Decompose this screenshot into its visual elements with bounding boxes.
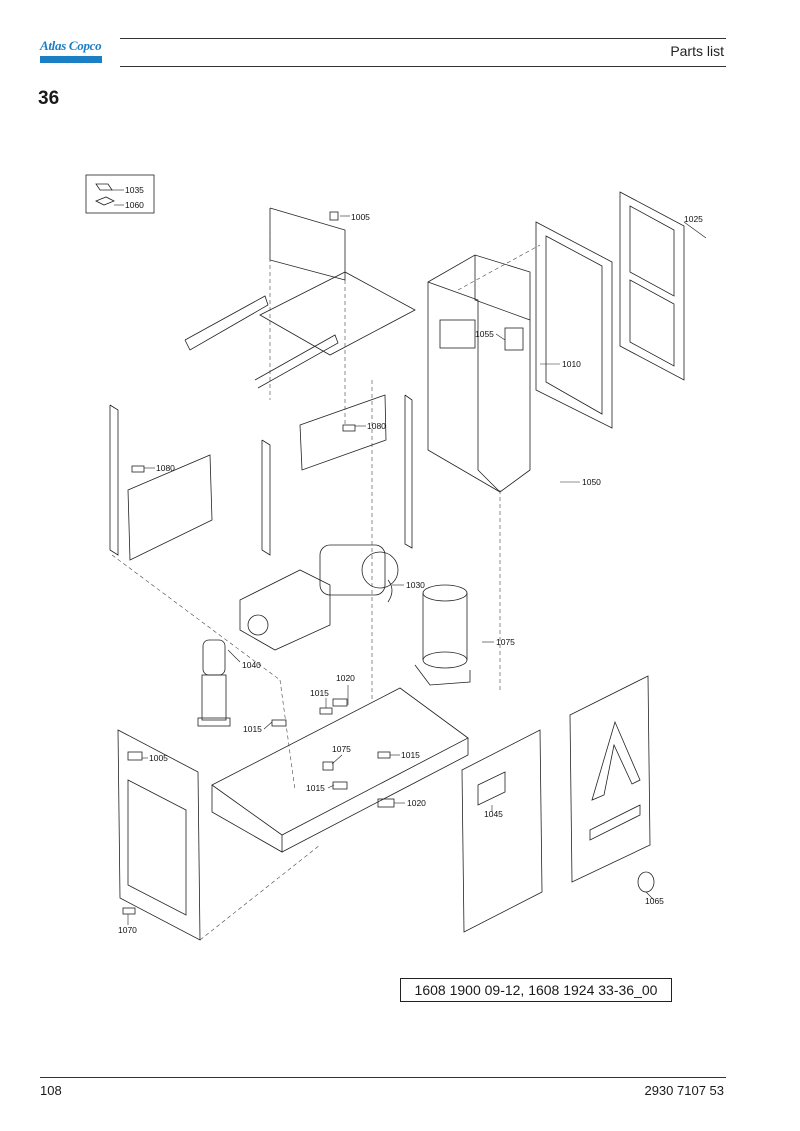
decal xyxy=(271,719,287,727)
side-post xyxy=(261,439,271,556)
top-panel xyxy=(269,207,346,281)
drawing-reference: 1608 1900 09-12, 1608 1924 33-36_00 xyxy=(400,978,672,1002)
legend-box xyxy=(85,174,155,214)
electrical-cabinet xyxy=(427,254,531,493)
header-rule-bottom xyxy=(120,66,726,67)
side-post xyxy=(404,394,413,549)
roof-rail xyxy=(254,334,339,389)
coupling-guard xyxy=(387,579,393,603)
page-header-title: Parts list xyxy=(670,43,724,59)
cabinet-display xyxy=(504,327,524,351)
callout-1055: 1055 xyxy=(475,329,494,339)
callout-1025: 1025 xyxy=(684,214,703,224)
callout-1010: 1010 xyxy=(562,359,581,369)
decal-logo xyxy=(477,771,506,806)
callout-1075: 1075 xyxy=(332,744,351,754)
callout-1050: 1050 xyxy=(582,477,601,487)
callout-1080: 1080 xyxy=(156,463,175,473)
decal xyxy=(332,698,348,707)
roof-frame xyxy=(259,271,416,356)
decal xyxy=(342,424,356,432)
decal xyxy=(127,751,143,761)
cabinet-vent xyxy=(439,319,476,349)
callout-1035: 1035 xyxy=(125,185,144,195)
callout-1015: 1015 xyxy=(243,724,262,734)
decal xyxy=(319,707,333,715)
decal xyxy=(377,751,391,759)
callout-1080: 1080 xyxy=(367,421,386,431)
decal-icon xyxy=(95,183,113,191)
callout-1020: 1020 xyxy=(407,798,426,808)
callout-1060: 1060 xyxy=(125,200,144,210)
roof-rail xyxy=(184,295,269,351)
atlas-copco-logo: Atlas Copco xyxy=(40,36,102,66)
document-number: 2930 7107 53 xyxy=(644,1083,724,1098)
side-panel xyxy=(127,454,213,561)
decal xyxy=(329,211,339,221)
decal xyxy=(131,465,145,473)
decal-icon xyxy=(95,196,115,206)
callout-1075: 1075 xyxy=(496,637,515,647)
logo-text: Atlas Copco xyxy=(40,38,102,53)
decal xyxy=(322,761,334,771)
callout-1070: 1070 xyxy=(118,925,137,935)
decal xyxy=(332,781,348,790)
exploded-parts-drawing: 1035 1060 1005 1025 1055 1010 1080 1080 … xyxy=(85,174,707,941)
pump xyxy=(202,639,226,676)
decal xyxy=(122,907,136,915)
side-door xyxy=(461,729,543,933)
page-number: 108 xyxy=(40,1083,62,1098)
side-panel xyxy=(299,394,387,471)
callout-1030: 1030 xyxy=(406,580,425,590)
oil-separator-vessel xyxy=(422,584,468,602)
grille-door xyxy=(619,191,685,381)
base-frame xyxy=(211,687,469,836)
callout-1040: 1040 xyxy=(242,660,261,670)
callout-1005: 1005 xyxy=(351,212,370,222)
callout-1015: 1015 xyxy=(306,783,325,793)
footer-rule xyxy=(40,1077,726,1078)
decal-panel-a xyxy=(569,675,651,883)
callout-1015: 1015 xyxy=(310,688,329,698)
oil-free-air-decal xyxy=(637,871,655,893)
header-rule-top xyxy=(120,38,726,39)
decal xyxy=(377,798,395,808)
callout-1015: 1015 xyxy=(401,750,420,760)
callout-1020: 1020 xyxy=(336,673,355,683)
front-grille xyxy=(127,779,187,916)
compressor-element xyxy=(239,569,331,651)
motor xyxy=(319,544,386,596)
logo-bar xyxy=(40,56,102,63)
callout-1045: 1045 xyxy=(484,809,503,819)
callout-1005: 1005 xyxy=(149,753,168,763)
side-post xyxy=(109,404,119,556)
callout-1065: 1065 xyxy=(645,896,664,906)
door-frame xyxy=(535,221,613,429)
section-number: 36 xyxy=(38,88,60,109)
